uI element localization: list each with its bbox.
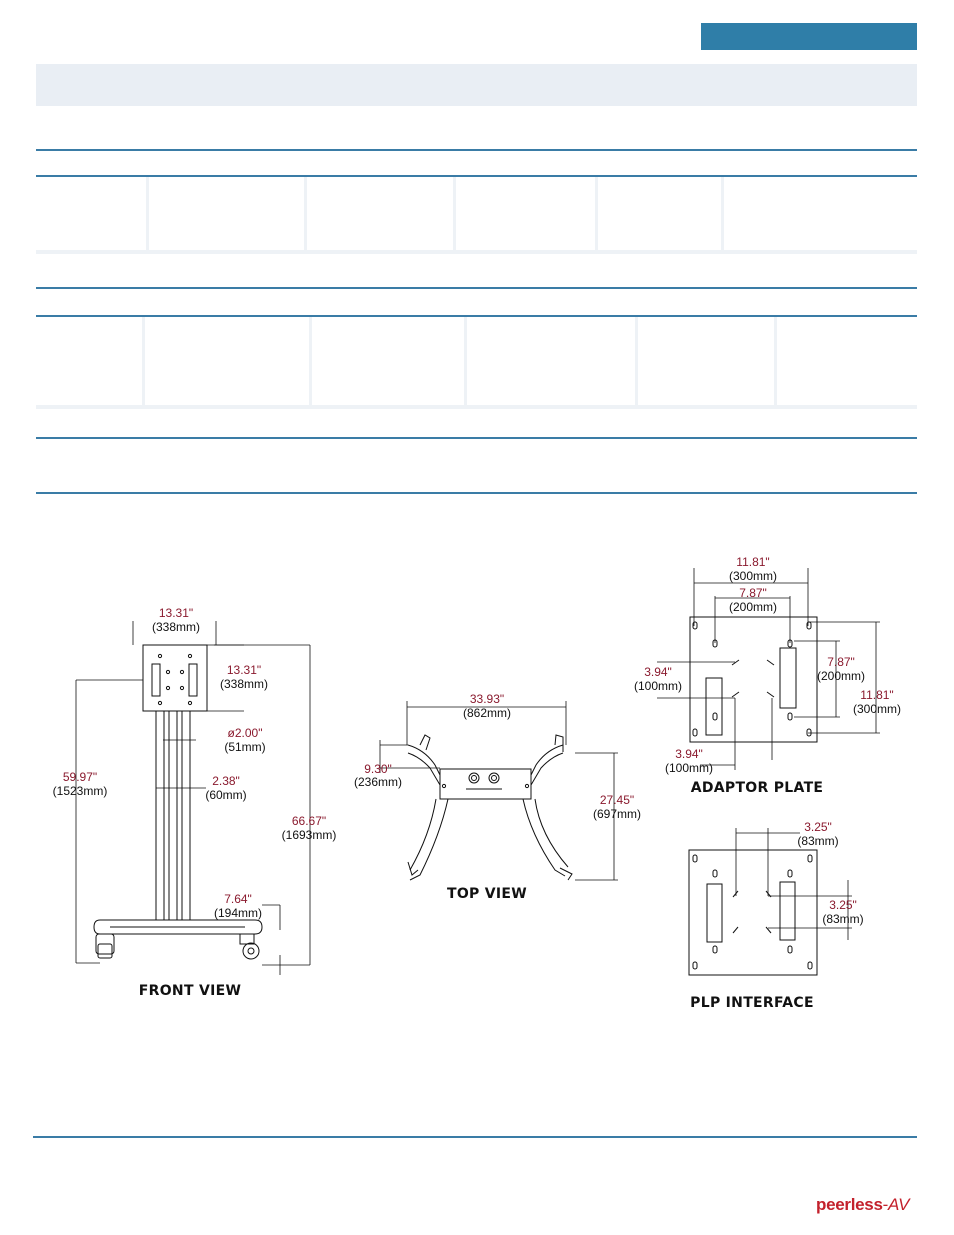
plp-plate-outline [688, 849, 818, 976]
adaptor-dim-bottom-spacing: 3.94" [675, 747, 703, 761]
front-mount-plate [142, 644, 208, 712]
plp-interface-title: PLP INTERFACE [690, 995, 814, 1011]
table-2-cell [312, 317, 467, 405]
adaptor-dim-outer-width: 11.81" [736, 555, 769, 569]
section-rule-3 [36, 437, 917, 439]
table-1-cell [456, 177, 598, 250]
section-rule-1 [36, 149, 917, 151]
adaptor-dim-left-spacing: 3.94" [644, 665, 672, 679]
top-view-title: TOP VIEW [447, 886, 527, 902]
front-base-bar [93, 919, 263, 935]
table-1-cell [598, 177, 724, 250]
title-band [36, 64, 917, 106]
adaptor-slot-left [705, 677, 723, 736]
top-arm-right [530, 744, 564, 776]
plp-interface-labels: 3.25" (83mm) 3.25" (83mm) PLP INTERFACE [690, 820, 864, 1011]
adaptor-plate-drawing [657, 568, 880, 770]
section-rule-2 [36, 287, 917, 289]
front-view-labels: 13.31" (338mm) 13.31" (338mm) ø2.00" (51… [53, 606, 337, 999]
table-2-cell [638, 317, 777, 405]
spec-table-2 [36, 317, 917, 405]
table-1-cell [36, 177, 149, 250]
footer-rule [33, 1136, 917, 1138]
header-accent-bar [701, 23, 917, 50]
table-1-cell [724, 177, 917, 250]
plp-dim-height-mm: (83mm) [822, 912, 863, 926]
top-dim-depth-mm: (697mm) [593, 807, 641, 821]
front-caster-right [242, 942, 260, 960]
adaptor-dim-inner-width: 7.87" [739, 586, 767, 600]
plp-interface-drawing [688, 828, 852, 976]
top-leg-right [522, 798, 566, 877]
top-dim-arm-depth: 9.30" [364, 762, 392, 776]
adaptor-plate-labels: 11.81" (300mm) 7.87" (200mm) 3.94" (100m… [634, 555, 901, 796]
top-dim-width: 33.93" [470, 692, 504, 706]
adaptor-dim-left-spacing-mm: (100mm) [634, 679, 682, 693]
logo-sep: - [882, 1195, 889, 1214]
front-dim-base-height: 7.64" [224, 892, 252, 906]
table-1-bottom [36, 250, 917, 254]
adaptor-dim-outer-width-mm: (300mm) [729, 569, 777, 583]
adaptor-dim-outer-height: 11.81" [860, 688, 893, 702]
top-leg-left [409, 798, 449, 881]
table-2-cell [777, 317, 917, 405]
logo-av: AV [887, 1195, 910, 1214]
top-center-bracket [439, 768, 532, 800]
front-dim-column-diameter-mm: (51mm) [224, 740, 265, 754]
front-dim-width-mm: (338mm) [152, 620, 200, 634]
front-dim-column-spacing-mm: (60mm) [205, 788, 246, 802]
top-arm-left [407, 744, 441, 776]
front-caster-left [95, 933, 115, 955]
table-1-cell [149, 177, 307, 250]
front-view-title: FRONT VIEW [139, 983, 241, 999]
front-dim-height: 13.31" [227, 663, 261, 677]
table-2-bottom [36, 405, 917, 409]
table-2-cell [467, 317, 638, 405]
plp-dim-width-mm: (83mm) [797, 834, 838, 848]
front-dim-height-mm: (338mm) [220, 677, 268, 691]
plp-slot-left [706, 883, 723, 943]
top-dim-width-mm: (862mm) [463, 706, 511, 720]
plp-slot-right [779, 881, 796, 941]
plp-dim-width: 3.25" [804, 820, 832, 834]
front-dim-min-height-mm: (1523mm) [53, 784, 108, 798]
front-dim-column-diameter: ø2.00" [228, 726, 263, 740]
adaptor-dim-inner-height-mm: (200mm) [817, 669, 865, 683]
logo-main: peerless [816, 1195, 883, 1214]
front-dim-width: 13.31" [159, 606, 193, 620]
top-view-labels: 33.93" (862mm) 9.30" (236mm) 27.45" (697… [354, 692, 641, 902]
table-2-top-rule [36, 315, 917, 317]
table-1-cell [307, 177, 456, 250]
front-dim-column-spacing: 2.38" [212, 774, 240, 788]
table-1-top-rule [36, 175, 917, 177]
plp-dim-height: 3.25" [829, 898, 857, 912]
adaptor-dim-bottom-spacing-mm: (100mm) [665, 761, 713, 775]
table-2-cell [145, 317, 312, 405]
front-dim-max-height: 66.67" [292, 814, 326, 828]
front-view-drawing [75, 621, 311, 975]
front-dim-base-height-mm: (194mm) [214, 906, 262, 920]
table-2-cell [36, 317, 145, 405]
adaptor-dim-inner-height: 7.87" [827, 655, 855, 669]
adaptor-plate-outline [689, 616, 818, 743]
spec-table-1 [36, 177, 917, 250]
adaptor-dim-outer-height-mm: (300mm) [853, 702, 901, 716]
adaptor-dim-inner-width-mm: (200mm) [729, 600, 777, 614]
front-dim-min-height: 59.97" [63, 770, 97, 784]
section-rule-4 [36, 492, 917, 494]
top-dim-depth: 27.45" [600, 793, 634, 807]
adaptor-plate-title: ADAPTOR PLATE [691, 780, 824, 796]
front-dim-max-height-mm: (1693mm) [282, 828, 337, 842]
top-dim-arm-depth-mm: (236mm) [354, 775, 402, 789]
peerless-av-logo: peerless-AV [816, 1195, 909, 1215]
adaptor-slot-right [779, 647, 797, 709]
top-view-drawing [379, 701, 618, 881]
